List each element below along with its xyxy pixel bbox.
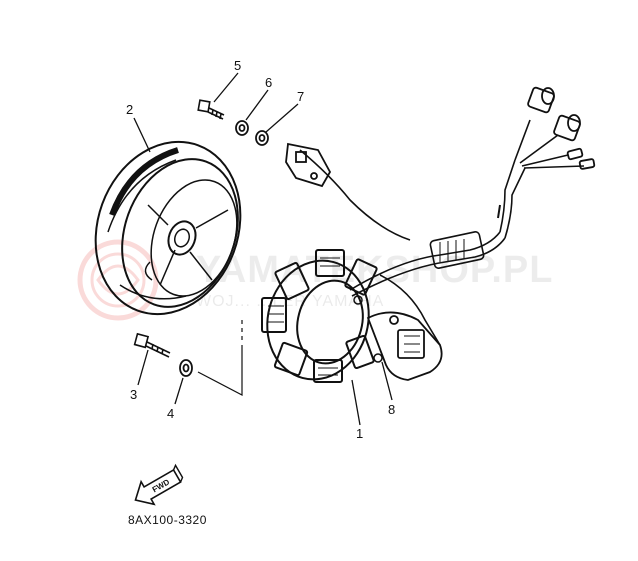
washer-7 xyxy=(255,130,269,146)
washer-4 xyxy=(179,359,193,377)
wire-harness xyxy=(299,119,585,346)
forward-arrow-icon: FWD xyxy=(134,463,184,506)
leader-lines xyxy=(133,72,393,426)
callout-8: 8 xyxy=(388,402,395,417)
diagram-code: 8AX100-3320 xyxy=(128,513,207,527)
nut-6 xyxy=(235,120,249,136)
terminal-connector xyxy=(285,142,332,188)
watermark-logo-icon xyxy=(77,239,159,321)
callout-3: 3 xyxy=(130,387,137,402)
callout-1: 1 xyxy=(356,426,363,441)
stator-coil xyxy=(261,249,383,383)
callout-7: 7 xyxy=(297,89,304,104)
bolt-3 xyxy=(133,332,171,358)
callout-2: 2 xyxy=(126,102,133,117)
callout-4: 4 xyxy=(167,406,174,421)
flywheel-rotor xyxy=(94,140,242,316)
callout-5: 5 xyxy=(234,58,241,73)
bolt-5 xyxy=(197,99,225,120)
pickup-plate-8 xyxy=(366,311,443,381)
assembly-lines xyxy=(197,318,243,396)
connector-plugs xyxy=(527,86,596,170)
watermark-brand: YAMATEKSHOP.PL xyxy=(196,249,553,291)
watermark-tagline: WOJ... ...LER YAMAHA xyxy=(196,293,384,310)
callout-6: 6 xyxy=(265,75,272,90)
